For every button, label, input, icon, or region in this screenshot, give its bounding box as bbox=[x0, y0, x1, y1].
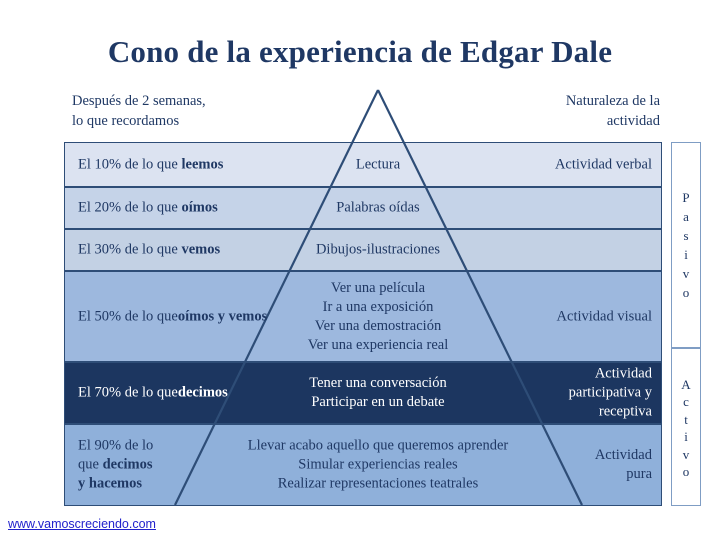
cone-row-activity: Llevar acabo aquello que queremos aprend… bbox=[247, 437, 509, 492]
cone-row-percent: El 20% de lo que oímos bbox=[78, 199, 218, 216]
vertical-letter: c bbox=[683, 394, 689, 410]
cone-row-activity: Palabras oídas bbox=[336, 199, 420, 216]
left-column-header-line2: lo que recordamos bbox=[72, 112, 180, 129]
cone-row-percent: El 10% de lo que leemos bbox=[78, 155, 224, 172]
vertical-letter: A bbox=[681, 377, 691, 393]
cone-row-percent: El 70% de lo quedecimos bbox=[78, 384, 228, 401]
cone-row-nature: Actividad visual bbox=[556, 307, 652, 324]
right-column-header-line1: Naturaleza de la bbox=[565, 93, 660, 109]
left-column-header-line1: Después de 2 semanas, bbox=[72, 93, 206, 109]
cone-row-activity: Dibujos-ilustraciones bbox=[315, 241, 440, 258]
vertical-letter: v bbox=[682, 266, 690, 281]
vertical-letter: i bbox=[684, 429, 688, 445]
vertical-letter: o bbox=[682, 285, 690, 300]
vertical-letter: a bbox=[683, 209, 689, 224]
vertical-letter: v bbox=[682, 446, 690, 462]
cone-row-nature: Actividad verbal bbox=[554, 155, 652, 172]
left-column-header: Después de 2 semanas, lo que recordamos bbox=[72, 92, 206, 131]
right-column-header: Naturaleza de la actividad bbox=[566, 92, 660, 131]
page-title: Cono de la experiencia de Edgar Dale bbox=[107, 34, 613, 69]
vertical-letter: i bbox=[684, 247, 688, 262]
vertical-letter: t bbox=[684, 411, 688, 427]
vertical-letter: o bbox=[682, 463, 690, 479]
vertical-letter: s bbox=[683, 228, 689, 243]
website-link[interactable]: www.vamoscreciendo.com bbox=[8, 517, 156, 531]
cone-row-percent: El 30% de lo que vemos bbox=[78, 241, 221, 258]
vertical-letter: P bbox=[682, 190, 690, 205]
right-column-header-line2: actividad bbox=[606, 112, 660, 129]
cone-row-activity: Lectura bbox=[355, 155, 401, 172]
cone-row-percent: El 50% de lo queoímos y vemos bbox=[78, 307, 268, 324]
